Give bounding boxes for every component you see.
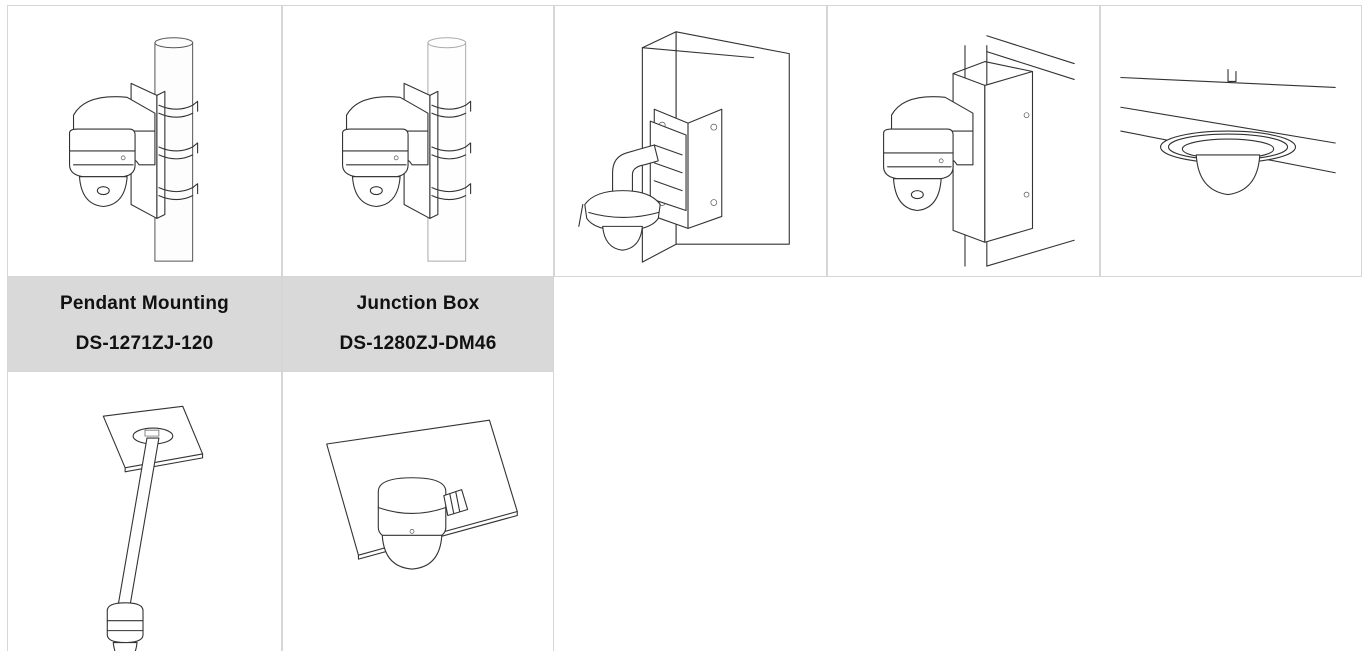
in-ceiling-mount-icon [1101, 6, 1361, 276]
accessory-image-pole-mount-light [282, 5, 554, 277]
accessory-image-in-ceiling-mount [1100, 5, 1362, 277]
pole-mount-bracket-light-icon [283, 6, 553, 276]
accessory-image-corner-mount-pendant [554, 5, 827, 277]
pole-mount-bracket-icon [8, 6, 281, 276]
accessory-image-junction-box [282, 371, 554, 651]
accessory-image-corner-mount [827, 5, 1100, 277]
corner-mount-bracket-icon [828, 6, 1099, 276]
junction-box-icon [283, 372, 553, 651]
accessory-image-pendant-mounting [7, 371, 282, 651]
accessory-label-pendant-mounting: Pendant Mounting DS-1271ZJ-120 [7, 277, 282, 371]
accessory-name: Junction Box [356, 293, 480, 314]
accessory-label-junction-box: Junction Box DS-1280ZJ-DM46 [282, 277, 554, 371]
accessory-image-pole-mount [7, 5, 282, 277]
accessory-name: Pendant Mounting [60, 293, 229, 314]
pendant-mount-icon [8, 372, 281, 651]
corner-mount-pendant-icon [555, 6, 826, 276]
accessory-model: DS-1271ZJ-120 [75, 333, 214, 354]
accessory-model: DS-1280ZJ-DM46 [339, 333, 497, 354]
